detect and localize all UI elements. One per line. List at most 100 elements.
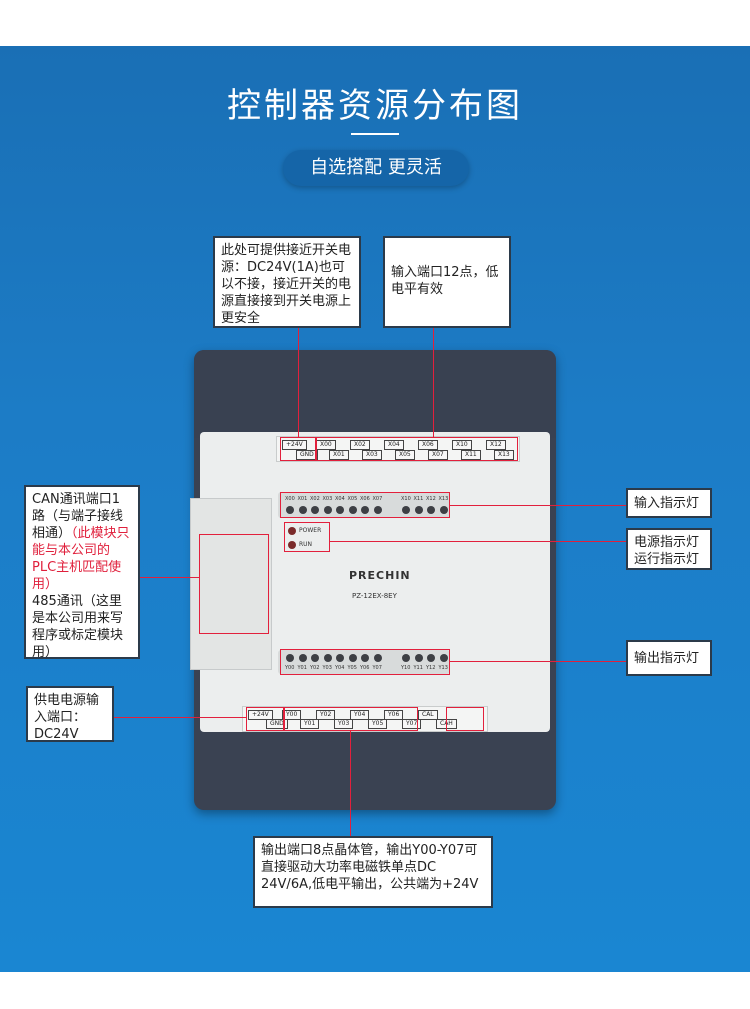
- input-indicator-text: 输入指示灯: [634, 496, 700, 511]
- top-terminal-x01: X01: [329, 450, 349, 460]
- output-led-highlight: [280, 649, 450, 675]
- power-input-callout: 供电电源输入端口：DC24V: [26, 686, 114, 742]
- bottom-terminal-y02: Y02: [316, 710, 336, 720]
- run-indicator-text: 运行指示灯: [634, 552, 700, 567]
- can-comm-text-2: 485通讯（这里是本公司用来写程序或标定模块用）: [32, 594, 124, 660]
- input-led-label-x03: X03: [322, 496, 333, 502]
- output-led-y03: [323, 654, 332, 662]
- top-terminal-x11: X11: [461, 450, 481, 460]
- input-led-x12: [427, 506, 435, 514]
- can-comm-text-1: CAN通讯端口1路（与端子接线相通）: [32, 492, 124, 541]
- top-terminal-x10: X10: [452, 440, 472, 450]
- input-led-x13: [439, 506, 448, 514]
- output-led-y02: [311, 654, 319, 662]
- input-led-x06: [361, 506, 369, 514]
- output-led-y01: [298, 654, 307, 662]
- run-led-label: RUN: [299, 541, 313, 548]
- power-run-indicator-callout: 电源指示灯 运行指示灯: [626, 528, 712, 570]
- input-led-label-x11: X11: [413, 496, 424, 502]
- can-comm-warning-text: （此模块只能与本公司的PLC主机匹配使用）: [32, 526, 130, 592]
- status-led-highlight: [284, 522, 330, 552]
- top-terminal-gnd: GND: [296, 450, 318, 460]
- power-led-label: POWER: [299, 527, 322, 534]
- model-label: PZ-12EX-8EY: [352, 592, 397, 600]
- brand-label: PRECHIN: [349, 569, 411, 582]
- top-terminal-x03: X03: [362, 450, 382, 460]
- output-led-connector: [450, 661, 626, 662]
- input-terminal-highlight: [316, 437, 518, 461]
- input-led-label-x07: X07: [372, 496, 383, 502]
- input-led-label-x01: X01: [297, 496, 308, 502]
- top-terminal-x02: X02: [350, 440, 370, 450]
- input-led-label-x02: X02: [310, 496, 320, 502]
- output-led-y10: [402, 654, 410, 662]
- comm-port-highlight: [199, 534, 269, 634]
- bottom-terminal-y06: Y06: [384, 710, 404, 720]
- bottom-terminal-y01: Y01: [300, 719, 320, 729]
- bottom-terminal-y03: Y03: [334, 719, 354, 729]
- input-led-x05: [348, 506, 357, 514]
- output-led-y12: [427, 654, 435, 662]
- output-led-label-y06: Y06: [360, 665, 370, 671]
- output-led-label-y12: Y12: [426, 665, 436, 671]
- input-ports-callout: 输入端口12点，低电平有效: [383, 236, 511, 328]
- output-led-label-y00: Y00: [285, 665, 295, 671]
- communication-side-panel: [190, 498, 272, 670]
- output-led-label-y13: Y13: [438, 665, 448, 671]
- input-led-x00: [286, 506, 294, 514]
- bottom-terminal-y00: Y00: [282, 710, 302, 720]
- top-terminal-x06: X06: [418, 440, 438, 450]
- top-terminal-x04: X04: [384, 440, 404, 450]
- bottom-terminal-y07: Y07: [402, 719, 422, 729]
- input-led-label-x10: X10: [401, 496, 411, 502]
- output-led-y07: [373, 654, 382, 662]
- input-port-connector: [433, 328, 434, 438]
- page-title: 控制器资源分布图: [227, 86, 523, 126]
- input-led-connector: [450, 505, 626, 506]
- bottom-power-terminal-highlight: [246, 707, 284, 731]
- power-supply-note-text: 此处可提供接近开关电源：DC24V(1A)也可以不接，接近开关的电源直接接到开关…: [221, 243, 352, 326]
- output-led-label-y03: Y03: [322, 665, 332, 671]
- top-power-terminal-highlight: [280, 437, 316, 461]
- bottom-terminal-plus24v: +24V: [248, 710, 273, 720]
- subtitle-badge: 自选搭配 更灵活: [283, 150, 469, 186]
- output-ports-text: 输出端口8点晶体管，输出Y00-Y07可直接驱动大功率电磁铁单点DC 24V/6…: [261, 843, 479, 892]
- input-ports-text: 输入端口12点，低电平有效: [391, 265, 499, 297]
- bottom-terminal-y05: Y05: [368, 719, 388, 729]
- input-led-label-x13: X13: [438, 496, 449, 502]
- input-led-x07: [373, 506, 382, 514]
- output-indicator-callout: 输出指示灯: [626, 640, 712, 676]
- top-terminal-x07: X07: [428, 450, 448, 460]
- input-led-x01: [298, 506, 307, 514]
- output-led-label-y10: Y10: [401, 665, 411, 671]
- can-terminal-highlight: [446, 707, 484, 731]
- input-led-label-x05: X05: [347, 496, 358, 502]
- power-input-text: 供电电源输入端口：DC24V: [34, 693, 100, 742]
- title-divider: [351, 133, 399, 135]
- output-ports-callout: 输出端口8点晶体管，输出Y00-Y07可直接驱动大功率电磁铁单点DC 24V/6…: [253, 836, 493, 908]
- output-led-label-y11: Y11: [413, 665, 423, 671]
- bottom-terminal-cal: CAL: [418, 710, 438, 720]
- input-led-highlight: [280, 492, 450, 518]
- input-led-x11: [414, 506, 423, 514]
- output-terminal-highlight: [284, 707, 418, 731]
- output-port-connector: [350, 731, 351, 839]
- output-led-y06: [361, 654, 369, 662]
- output-led-y04: [336, 654, 344, 662]
- comm-port-connector: [140, 577, 200, 578]
- top-terminal-x12: X12: [486, 440, 506, 450]
- top-terminal-plus24v: +24V: [282, 440, 307, 450]
- output-led-y11: [414, 654, 423, 662]
- output-led-label-y04: Y04: [335, 665, 345, 671]
- power-supply-note-callout: 此处可提供接近开关电源：DC24V(1A)也可以不接，接近开关的电源直接接到开关…: [213, 236, 361, 328]
- top-terminal-x05: X05: [395, 450, 415, 460]
- input-led-label-x06: X06: [360, 496, 370, 502]
- input-led-label-x04: X04: [335, 496, 345, 502]
- output-indicator-text: 输出指示灯: [634, 651, 700, 666]
- status-led-connector: [330, 541, 626, 542]
- bottom-terminal-y04: Y04: [350, 710, 370, 720]
- output-led-label-y07: Y07: [372, 665, 382, 671]
- input-led-x04: [336, 506, 344, 514]
- controller-top-cover: [194, 350, 556, 438]
- top-terminal-x13: X13: [494, 450, 514, 460]
